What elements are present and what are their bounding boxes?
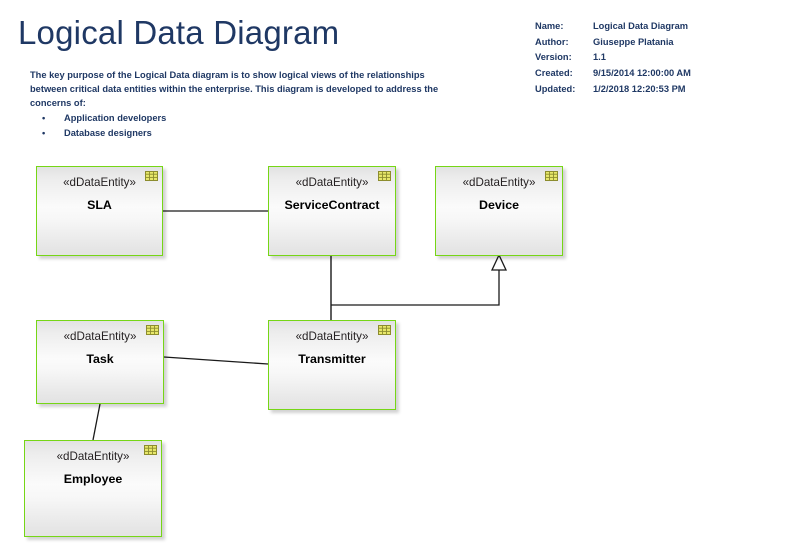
concerns-bullet-list: • Application developers • Database desi…: [30, 111, 460, 141]
metadata-value-author: Giuseppe Platania: [593, 36, 674, 47]
entity-stereotype: «dDataEntity»: [63, 176, 136, 189]
entity-box-task[interactable]: «dDataEntity» Task: [36, 320, 164, 404]
list-item: • Application developers: [30, 111, 460, 126]
metadata-value-created: 9/15/2014 12:00:00 AM: [593, 68, 691, 79]
page-title: Logical Data Diagram: [18, 14, 340, 51]
description-block: The key purpose of the Logical Data diag…: [30, 68, 460, 141]
entity-stereotype: «dDataEntity»: [63, 330, 137, 343]
entity-box-servicecontract[interactable]: «dDataEntity» ServiceContract: [268, 166, 396, 256]
bullet-icon: •: [42, 113, 46, 124]
metadata-table: Name: Logical Data Diagram Author: Giuse…: [535, 19, 691, 97]
entity-name-employee: Employee: [63, 472, 123, 486]
connector-task-employee: [92, 403, 101, 441]
entity-box-transmitter[interactable]: «dDataEntity» Transmitter: [268, 320, 396, 410]
list-item-label: Application developers: [64, 113, 167, 124]
entity-box-employee[interactable]: «dDataEntity» Employee: [24, 440, 162, 537]
metadata-key-version: Version:: [535, 52, 572, 63]
data-entity-table-icon: [146, 325, 159, 335]
entity-name-servicecontract: ServiceContract: [284, 198, 380, 212]
data-entity-table-icon: [145, 171, 158, 181]
metadata-value-name: Logical Data Diagram: [593, 21, 689, 31]
entity-name-device: Device: [479, 198, 519, 212]
entity-name-task: Task: [86, 352, 114, 366]
generalization-arrowhead-icon: [490, 253, 508, 271]
table-row: Version: 1.1: [535, 50, 691, 66]
entity-stereotype: «dDataEntity»: [462, 176, 536, 189]
table-row: Author: Giuseppe Platania: [535, 35, 691, 51]
entity-box-device[interactable]: «dDataEntity» Device: [435, 166, 563, 256]
list-item: • Database designers: [30, 126, 460, 141]
table-row: Updated: 1/2/2018 12:20:53 PM: [535, 82, 691, 98]
data-entity-table-icon: [545, 171, 558, 181]
metadata-key-author: Author:: [535, 36, 569, 47]
entity-name-transmitter: Transmitter: [298, 352, 366, 366]
data-entity-table-icon: [378, 171, 391, 181]
metadata-key-created: Created:: [535, 68, 573, 79]
connector-transmitter-device: [331, 268, 500, 306]
entity-stereotype: «dDataEntity»: [56, 450, 130, 463]
diagram-metadata-panel: Name: Logical Data Diagram Author: Giuse…: [535, 19, 691, 97]
connector-task-transmitter: [163, 356, 269, 365]
metadata-value-version: 1.1: [593, 52, 606, 63]
table-row: Created: 9/15/2014 12:00:00 AM: [535, 66, 691, 82]
metadata-key-updated: Updated:: [535, 83, 576, 94]
entity-stereotype: «dDataEntity»: [295, 176, 369, 189]
entity-box-sla[interactable]: «dDataEntity» SLA: [36, 166, 163, 256]
entity-stereotype: «dDataEntity»: [295, 330, 369, 343]
list-item-label: Database designers: [64, 128, 152, 139]
description-paragraph: The key purpose of the Logical Data diag…: [30, 70, 439, 109]
bullet-icon: •: [42, 128, 46, 139]
table-row: Name: Logical Data Diagram: [535, 19, 691, 35]
metadata-value-updated: 1/2/2018 12:20:53 PM: [593, 83, 686, 94]
metadata-key-name: Name:: [535, 21, 564, 31]
data-entity-table-icon: [378, 325, 391, 335]
entity-name-sla: SLA: [87, 198, 112, 212]
data-entity-table-icon: [144, 445, 157, 455]
